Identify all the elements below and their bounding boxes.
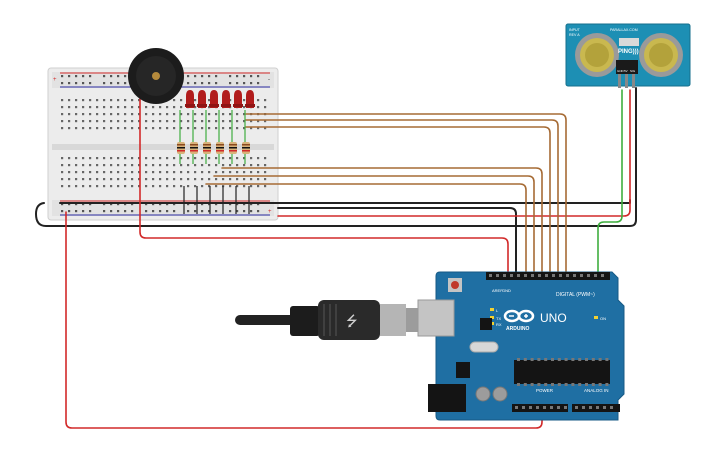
resistor-5[interactable]	[229, 142, 237, 154]
sensor-pin-gnd: GND	[617, 69, 625, 73]
sensor-transducer-left	[575, 33, 619, 77]
rx-label: RX	[496, 322, 502, 327]
led-3[interactable]	[209, 90, 219, 108]
sensor-crystal	[619, 38, 639, 46]
usb-chip	[480, 318, 492, 330]
analog-label: ANALOG IN	[584, 388, 609, 393]
resistor-1[interactable]	[177, 142, 185, 154]
power-jack	[428, 384, 466, 412]
rail-plus-label: +	[53, 77, 57, 83]
arduino-logo-icon	[503, 309, 535, 323]
atmega-chip	[514, 360, 610, 384]
l-label: L	[496, 308, 499, 313]
wires	[35, 87, 637, 429]
led-2[interactable]	[197, 90, 207, 108]
voltage-regulator	[456, 362, 470, 378]
wire-gnd-arduino[interactable]	[277, 207, 517, 277]
capacitor-2	[492, 386, 508, 402]
wire-5v-loop[interactable]	[65, 211, 543, 429]
buzzer[interactable]	[128, 48, 184, 104]
aref-label: AREF	[492, 288, 503, 293]
usb-jack	[417, 299, 455, 337]
tx-label: TX	[496, 316, 501, 321]
capacitor-1	[475, 386, 491, 402]
arduino-model: UNO	[540, 311, 567, 325]
sensor-pins	[618, 74, 635, 88]
arduino-brand: ARDUINO	[506, 326, 529, 332]
wire-led-4[interactable]	[221, 167, 543, 277]
sensor-label: PING)))	[618, 49, 639, 55]
led-1[interactable]	[185, 90, 195, 108]
resistor-2[interactable]	[190, 142, 198, 154]
crystal	[469, 341, 499, 353]
ultrasonic-sensor[interactable]: PING))) PARALLAX.COM INPUT REV A GND 5V …	[565, 23, 691, 88]
resistor-6[interactable]	[242, 142, 250, 154]
sensor-pin-header	[616, 60, 638, 74]
rail-minus-label: -	[268, 77, 270, 83]
wire-5v-sensor[interactable]	[277, 89, 631, 217]
wire-sensor-signal[interactable]	[597, 89, 623, 277]
sensor-pin-5v: 5V	[624, 69, 628, 73]
resistor-4[interactable]	[216, 142, 224, 154]
power-label: POWER	[536, 388, 554, 393]
wire-gnd-loop[interactable]	[35, 87, 637, 227]
wire-led-2[interactable]	[245, 119, 559, 277]
led-6[interactable]	[245, 90, 255, 108]
wire-led-6[interactable]	[205, 183, 527, 277]
sensor-vendor: PARALLAX.COM	[610, 28, 638, 32]
wire-led-1[interactable]	[245, 113, 567, 277]
led-5[interactable]	[233, 90, 243, 108]
power-header	[512, 404, 568, 412]
gnd-label-digital: GND	[502, 288, 511, 293]
usb-cable: ⭍	[235, 300, 420, 340]
rail-plus-label-bottom: +	[268, 209, 272, 215]
wire-led-3[interactable]	[245, 126, 551, 277]
digital-label: DIGITAL (PWM~)	[556, 292, 595, 298]
arduino-uno[interactable]: DIGITAL (PWM~) AREF GND ARDUINO UNO L TX…	[417, 271, 625, 421]
sensor-model-label: INPUT	[569, 28, 581, 32]
sensor-transducer-right	[639, 33, 683, 77]
led-array	[185, 90, 255, 108]
wire-buzzer[interactable]	[139, 91, 509, 277]
usb-icon: ⭍	[346, 313, 358, 329]
sensor-pin-sig: SIG	[630, 69, 636, 73]
wire-led-5[interactable]	[213, 175, 535, 277]
resistor-3[interactable]	[203, 142, 211, 154]
on-label: ON	[600, 316, 606, 321]
led-4[interactable]	[221, 90, 231, 108]
resistor-array	[177, 110, 250, 214]
sensor-rev-label: REV A	[569, 33, 580, 37]
